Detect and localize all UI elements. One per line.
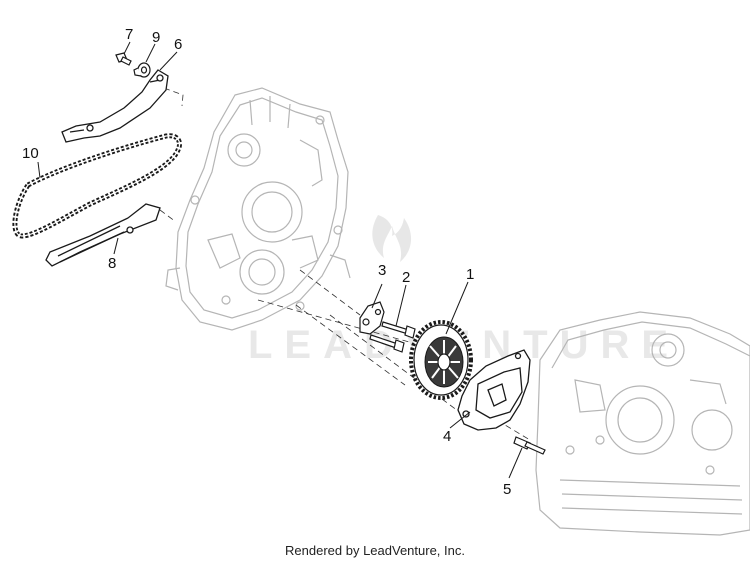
pump-cover-part-4: [457, 349, 531, 431]
callout-5: 5: [503, 481, 511, 498]
right-crankcase: [535, 311, 750, 536]
callout-4: 4: [443, 428, 451, 445]
alignment-lines: [159, 87, 531, 441]
timing-chain-part-10: [12, 133, 182, 239]
bolt-part-5: [513, 436, 546, 455]
callout-10: 10: [22, 145, 39, 162]
callout-8: 8: [108, 255, 116, 272]
plate-part-3: [359, 301, 385, 335]
left-crankcase-half: [165, 87, 351, 331]
leader-lines: [37, 41, 523, 479]
oil-pump-gear-part-1: [409, 320, 473, 400]
callout-2: 2: [402, 269, 410, 286]
bolt-part-7: [115, 52, 132, 66]
callout-3: 3: [378, 262, 386, 279]
bushing-part-9: [133, 62, 151, 78]
render-credit: Rendered by LeadVenture, Inc.: [285, 543, 465, 558]
chain-guide-part-8: [45, 203, 161, 267]
chain-guide-part-6: [61, 69, 169, 143]
callout-labels: 1 2 3 4 5 6 7 9 8 10: [22, 26, 511, 498]
callout-7: 7: [125, 26, 133, 43]
callout-6: 6: [174, 36, 182, 53]
callout-8-or-9-upper: 9: [152, 29, 160, 46]
callout-1: 1: [466, 266, 474, 283]
bolts-part-2: [369, 321, 416, 353]
